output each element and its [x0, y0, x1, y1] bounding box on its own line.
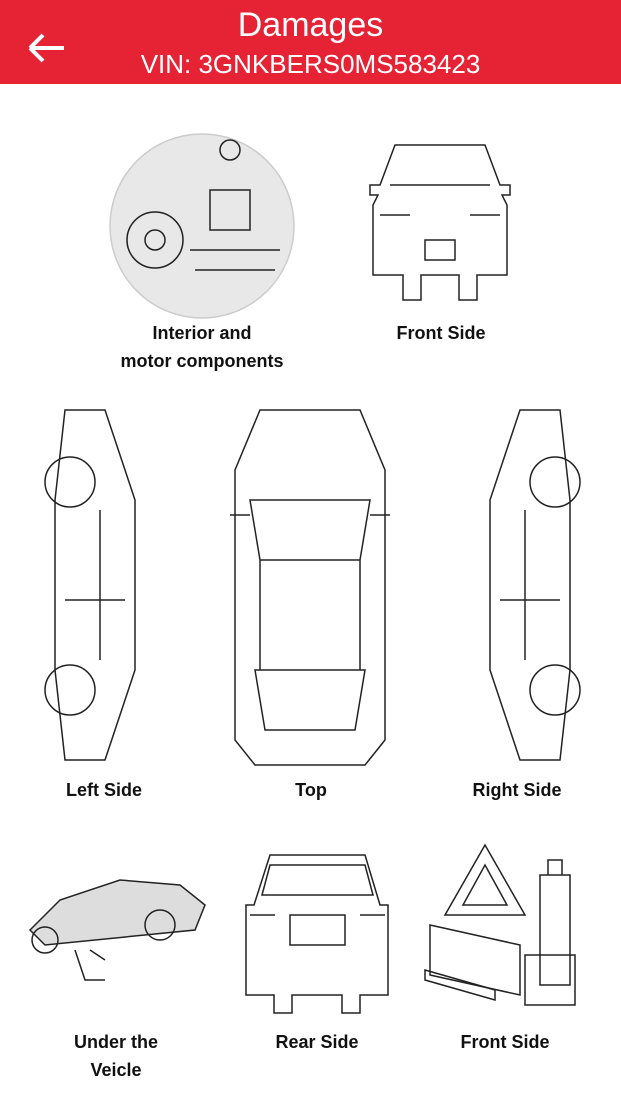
- vin-label: VIN: 3GNKBERS0MS583423: [140, 49, 481, 79]
- tile-front[interactable]: [355, 135, 525, 310]
- tile-label: Front Side: [396, 323, 486, 343]
- left-side-car-image: [44, 409, 136, 761]
- arrow-left-icon: [28, 33, 64, 63]
- tile-left-side[interactable]: [35, 400, 170, 770]
- tile-label: Right Side: [472, 780, 562, 800]
- tile-label: Interior and: [152, 323, 252, 343]
- tile-interior[interactable]: [100, 130, 305, 380]
- tile-label: Rear Side: [275, 1032, 359, 1052]
- header: Damages VIN: 3GNKBERS0MS583423: [0, 0, 621, 84]
- tile-label: Front Side: [460, 1032, 550, 1052]
- tile-rear[interactable]: [235, 845, 400, 1015]
- tile-label: motor components: [120, 351, 284, 371]
- top-car-image: [230, 409, 390, 766]
- tile-under-vehicle[interactable]: [20, 860, 215, 985]
- tile-right-side[interactable]: [455, 400, 590, 770]
- safety-kit-image: [424, 843, 576, 1006]
- front-car-image: [369, 144, 511, 301]
- rear-car-image: [245, 854, 389, 1014]
- interior-image: [109, 133, 295, 319]
- tile-label: Top: [295, 780, 327, 800]
- page-title: Damages: [237, 6, 384, 44]
- tile-top[interactable]: [210, 405, 410, 770]
- tile-label: Under the: [73, 1032, 159, 1052]
- right-side-car-image: [489, 409, 581, 761]
- tile-safety-kit[interactable]: [420, 835, 590, 1015]
- back-button[interactable]: [24, 28, 68, 68]
- under-vehicle-image: [28, 879, 206, 981]
- tile-label: Veicle: [90, 1060, 142, 1080]
- tile-label: Left Side: [65, 780, 143, 800]
